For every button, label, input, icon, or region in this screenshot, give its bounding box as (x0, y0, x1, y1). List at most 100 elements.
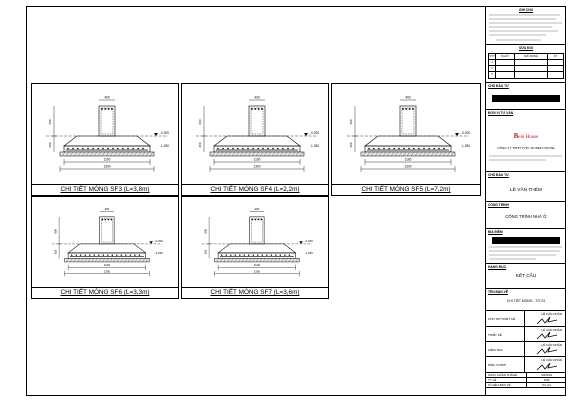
rebar-dot (270, 254, 273, 256)
hatch-line (438, 151, 443, 157)
detail-caption: CHI TIẾT MÓNG SF7 (L=3,6m) (182, 287, 328, 298)
hatch-line (414, 151, 419, 157)
rebar-dot (232, 147, 234, 150)
rebar-dot (222, 147, 224, 150)
hatch-line (390, 151, 395, 157)
hatch-line (69, 151, 74, 157)
title-block: GHI CHÚ SỬA ĐỔI STT NGÀY NỘI DUNG KÝ (485, 7, 566, 395)
signature-stroke (536, 331, 558, 340)
column-rebar (251, 218, 263, 243)
signature-mark (536, 331, 558, 340)
rebar-dot (111, 108, 113, 110)
signature-row: THIẾT KẾ LÊ VĂN NHÂN (486, 327, 566, 342)
hatch-line (398, 151, 403, 157)
notes-section: GHI CHÚ (486, 7, 566, 45)
level-marker (304, 133, 308, 136)
lean-concrete (209, 151, 305, 157)
rebar-dot (405, 108, 408, 110)
rebar-dot (261, 254, 264, 256)
hatch-line (251, 151, 256, 157)
level-label: -0.200 (305, 239, 314, 243)
table-row: 2 (489, 66, 563, 72)
rebar-dot (267, 147, 269, 150)
hatch-line (259, 151, 264, 157)
hatch-line (219, 258, 223, 263)
hatch-line (93, 151, 98, 157)
dimension-label: 400 (254, 96, 260, 100)
column-outline (248, 105, 266, 137)
level-label: -1.250 (461, 144, 470, 148)
rebar-dot (227, 147, 229, 150)
hatch-line (422, 151, 427, 157)
hatch-line (211, 151, 216, 157)
rebar-dot (107, 218, 110, 221)
hatch-line (145, 151, 150, 157)
level-marker (455, 133, 459, 136)
hatch-line (288, 258, 292, 263)
hatch-line (231, 151, 236, 157)
rebar-dot (262, 147, 264, 150)
hatch-line (102, 258, 106, 263)
hatch-line (259, 258, 263, 263)
dimension-label: 400 (255, 207, 260, 211)
rebar-dot (98, 254, 100, 256)
rebar-dot (251, 108, 253, 110)
hatch-line (245, 258, 248, 263)
hatch-line (116, 258, 120, 263)
hatch-line (430, 151, 435, 157)
dimension-label: 600 (53, 229, 57, 234)
dimension-label: 1300 (103, 165, 110, 169)
column-outline (99, 216, 115, 245)
rebar-dot (277, 147, 279, 150)
dimension-label: 400 (105, 207, 110, 211)
redacted-bar (492, 237, 560, 244)
rebar-dot (71, 254, 73, 256)
hatch-line (61, 151, 66, 157)
rebar-dot (120, 254, 123, 256)
hatch-line (215, 151, 220, 157)
meta-row: NGÀY HOÀN THÀNH 10/2019 (486, 373, 566, 378)
column-rebar (101, 218, 113, 243)
hatch-line (101, 151, 106, 157)
hatch-line (263, 151, 268, 157)
dimension-label: 600 (48, 119, 52, 124)
hatch-line (450, 151, 455, 157)
designer-header: ĐƠN VỊ TƯ VẤN (488, 111, 514, 115)
project-section: CÔNG TRÌNH CÔNG TRÌNH NHÀ Ở (486, 202, 566, 229)
dimension-label: 1300 (404, 165, 411, 169)
hatch-line (283, 151, 288, 157)
rebar-dot (257, 147, 259, 150)
hatch-line (117, 151, 122, 157)
hatch-line (65, 151, 70, 157)
hatch-line (247, 151, 252, 157)
footing-slope (213, 135, 301, 147)
hatch-line (243, 151, 248, 157)
rebar-dot (242, 147, 244, 150)
signature-mark (536, 362, 558, 371)
rebar-dot (127, 147, 129, 150)
level-marker (299, 241, 303, 244)
column-outline (399, 105, 417, 137)
hatch-line (271, 151, 276, 157)
hatch-line (81, 151, 86, 157)
rebar-dot (257, 254, 259, 256)
rebar-dot (107, 147, 109, 150)
project-name: CÔNG TRÌNH NHÀ Ở (505, 214, 547, 219)
hatch-line (410, 151, 415, 157)
hatch-line (273, 258, 277, 263)
rebar-dot (67, 147, 69, 150)
footing-base (63, 145, 151, 153)
hatch-line (84, 258, 88, 263)
rebar-dot (125, 254, 127, 256)
rebar-dot (393, 147, 395, 150)
rebar-dot (368, 147, 370, 150)
footing-slope (67, 243, 147, 254)
detail-caption: CHI TIẾT MÓNG SF4 (L=2,2m) (182, 184, 328, 195)
rebar-dot (388, 147, 390, 150)
rebar-dot (101, 218, 104, 221)
rebar-dot (110, 218, 113, 221)
hatch-line (426, 151, 431, 157)
